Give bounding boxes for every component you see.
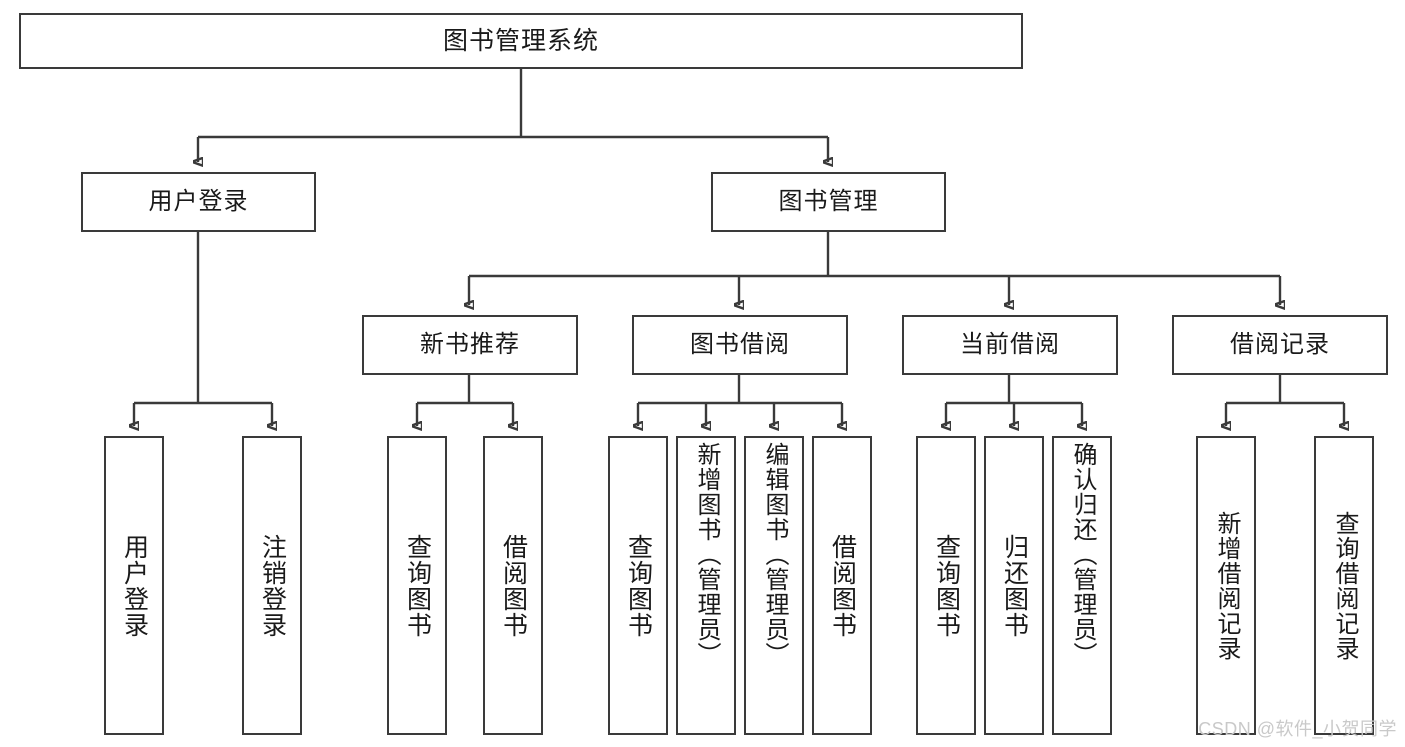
leaf-user-login-signout[interactable]: 注销登录 bbox=[242, 436, 302, 735]
leaf-user-login-signin[interactable]: 用户登录 bbox=[104, 436, 164, 735]
node-user-login[interactable]: 用户登录 bbox=[81, 172, 316, 232]
leaf-borrow-record-query[interactable]: 查询借阅记录 bbox=[1314, 436, 1374, 735]
csdn-watermark: CSDN @软件_小贺同学 bbox=[1198, 719, 1397, 739]
node-book-borrowing[interactable]: 图书借阅 bbox=[632, 315, 848, 375]
leaf-new-book-borrow[interactable]: 借阅图书 bbox=[483, 436, 543, 735]
node-book-management[interactable]: 图书管理 bbox=[711, 172, 946, 232]
node-root-book-management-system[interactable]: 图书管理系统 bbox=[19, 13, 1023, 69]
node-borrow-record[interactable]: 借阅记录 bbox=[1172, 315, 1388, 375]
leaf-current-borrow-query[interactable]: 查询图书 bbox=[916, 436, 976, 735]
leaf-borrow-record-add[interactable]: 新增借阅记录 bbox=[1196, 436, 1256, 735]
leaf-book-borrow-add-admin[interactable]: 新增图书（管理员） bbox=[676, 436, 736, 735]
node-new-book-recommendation[interactable]: 新书推荐 bbox=[362, 315, 578, 375]
node-current-borrowing[interactable]: 当前借阅 bbox=[902, 315, 1118, 375]
leaf-book-borrow-edit-admin[interactable]: 编辑图书（管理员） bbox=[744, 436, 804, 735]
leaf-current-borrow-return[interactable]: 归还图书 bbox=[984, 436, 1044, 735]
leaf-new-book-query[interactable]: 查询图书 bbox=[387, 436, 447, 735]
leaf-book-borrow-query[interactable]: 查询图书 bbox=[608, 436, 668, 735]
leaf-current-borrow-confirm-return-admin[interactable]: 确认归还（管理员） bbox=[1052, 436, 1112, 735]
leaf-book-borrow-borrow[interactable]: 借阅图书 bbox=[812, 436, 872, 735]
